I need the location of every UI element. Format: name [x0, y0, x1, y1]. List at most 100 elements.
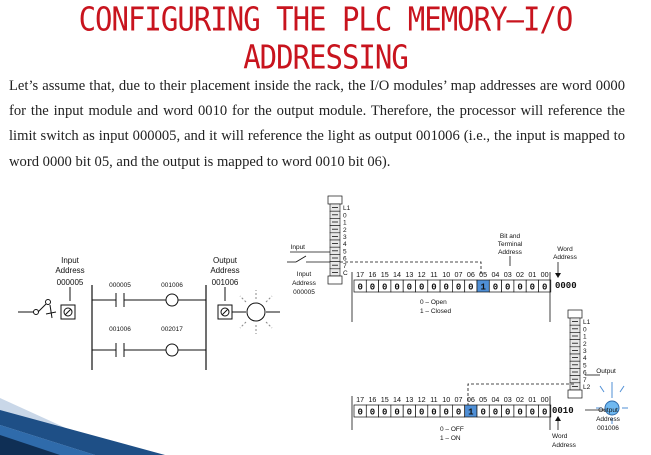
limit-switch-icon [18, 299, 57, 319]
output-address-label-2: Address [596, 416, 621, 423]
output-terminal-label: 0 [583, 326, 587, 333]
output-bit-number: 07 [455, 395, 463, 404]
slide-title-line-2: ADDRESSING [243, 37, 409, 77]
input-switch-icon [287, 255, 330, 263]
body-paragraph-text: Let’s assume that, due to their placemen… [9, 78, 625, 170]
input-bit-number: 04 [491, 270, 499, 279]
rung2-contact-label: 001006 [109, 326, 131, 333]
input-bit-value: 0 [468, 283, 473, 293]
input-address-label-2: Address [292, 280, 317, 287]
output-bit-value: 0 [382, 408, 387, 418]
output-bit-number: 15 [381, 395, 389, 404]
output-light-icon [596, 382, 628, 424]
ladder-input-label-1: Input [61, 256, 80, 265]
output-terminal-label: 6 [583, 370, 587, 377]
decorative-ribbon [0, 398, 165, 455]
rung1-coil-label: 001006 [161, 282, 183, 289]
output-bit-number: 10 [442, 395, 450, 404]
output-bit-value: 1 [468, 408, 474, 418]
input-bit-cell [538, 279, 552, 293]
output-terminal-label: 2 [583, 341, 587, 348]
output-terminal-label: 3 [583, 348, 587, 355]
input-terminal-label: 2 [343, 227, 347, 234]
output-label: Output [596, 368, 616, 375]
input-bit-value: 0 [407, 283, 412, 293]
output-word-address-label-1: Word [552, 433, 568, 440]
output-bit-number: 04 [491, 395, 499, 404]
input-bit-value: 0 [419, 283, 424, 293]
input-terminal-label: 7 [343, 263, 347, 270]
output-terminal-label: L2 [583, 384, 591, 391]
output-bit-value: 0 [493, 408, 498, 418]
input-bit-value: 0 [542, 283, 547, 293]
ladder-input-label-3: 000005 [57, 278, 84, 287]
output-bit-value: 0 [357, 408, 362, 418]
input-bit-number: 13 [405, 270, 413, 279]
output-terminal-label: 1 [583, 334, 587, 341]
input-word-address-label-2: Address [553, 254, 578, 261]
input-bit-value: 0 [493, 283, 498, 293]
input-bit-value: 0 [517, 283, 522, 293]
input-terminal-label: 3 [343, 234, 347, 241]
input-bit-number: 07 [455, 270, 463, 279]
output-bit-number: 14 [393, 395, 401, 404]
output-bit-number: 01 [528, 395, 536, 404]
input-bit-value: 0 [456, 283, 461, 293]
input-terminal-label: 0 [343, 212, 347, 219]
ladder-diagram: Input Address 000005 Output Address 0010… [18, 256, 280, 370]
input-legend-closed: 1 – Closed [420, 308, 451, 315]
output-bit-value: 0 [444, 408, 449, 418]
input-bit-number: 11 [430, 270, 437, 279]
output-bit-number: 05 [479, 395, 487, 404]
rung1-contact-label: 000005 [109, 282, 131, 289]
input-bit-value: 0 [357, 283, 362, 293]
input-address-label-1: Input [297, 271, 312, 278]
output-word-value: 0010 [552, 406, 574, 416]
output-bit-number: 16 [368, 395, 376, 404]
input-bit-value: 1 [480, 283, 486, 293]
output-bit-number: 13 [405, 395, 413, 404]
output-address-label-1: Output [598, 407, 618, 414]
input-bit-value: 0 [431, 283, 436, 293]
output-bit-value: 0 [407, 408, 412, 418]
input-word-address-label-1: Word [557, 246, 573, 253]
bit-terminal-label-3: Address [498, 249, 523, 256]
output-address-label-3: 001006 [597, 425, 619, 432]
input-bit-number: 10 [442, 270, 450, 279]
output-bit-number: 06 [467, 395, 475, 404]
input-bit-number: 02 [516, 270, 524, 279]
input-bit-number: 17 [356, 270, 364, 279]
ladder-output-label-1: Output [213, 256, 238, 265]
input-bit-value: 0 [382, 283, 387, 293]
input-bit-value: 0 [394, 283, 399, 293]
input-bit-number: 01 [528, 270, 536, 279]
ladder-input-label-2: Address [55, 266, 84, 275]
output-bit-number: 12 [418, 395, 426, 404]
body-paragraph: Let’s assume that, due to their placemen… [9, 74, 625, 175]
input-bit-number: 00 [541, 270, 549, 279]
output-bit-value: 0 [517, 408, 522, 418]
input-terminal-label: C [343, 270, 348, 277]
output-legend-off: 0 – OFF [440, 426, 464, 433]
output-terminal-label: 4 [583, 355, 587, 362]
ladder-output-label-2: Address [210, 266, 239, 275]
output-bit-value: 0 [505, 408, 510, 418]
output-bit-value: 0 [370, 408, 375, 418]
output-bit-value: 0 [530, 408, 535, 418]
input-bit-number: 06 [467, 270, 475, 279]
output-bit-value: 0 [456, 408, 461, 418]
output-bit-number: 17 [356, 395, 364, 404]
input-legend-open: 0 – Open [420, 299, 447, 306]
output-bit-value: 0 [394, 408, 399, 418]
input-word-value: 0000 [555, 281, 577, 291]
output-terminal-label: 7 [583, 377, 587, 384]
rung2-coil-label: 002017 [161, 326, 183, 333]
output-bit-value: 0 [480, 408, 485, 418]
